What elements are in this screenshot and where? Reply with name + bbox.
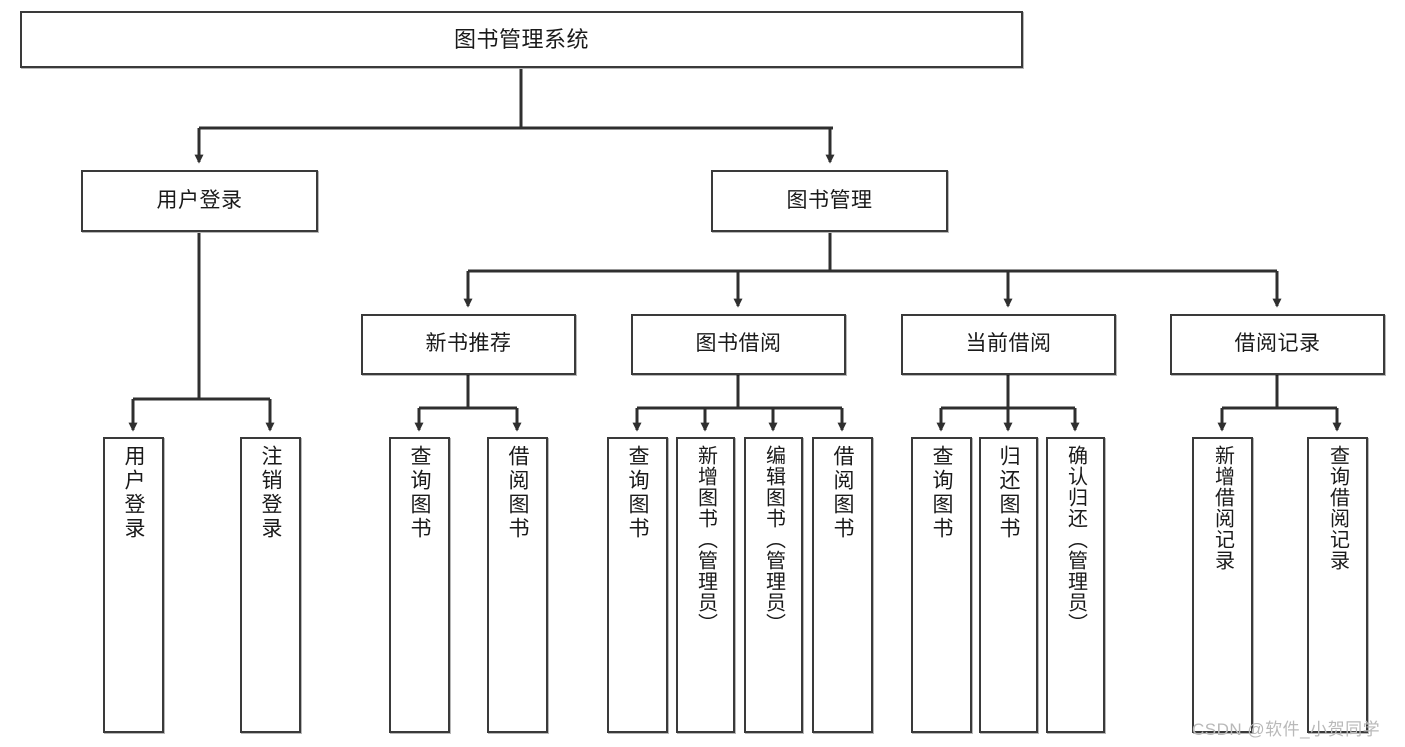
leaf-add-book-label: 新增图书（管理员） [694, 445, 717, 634]
leaf-query-book-1-label: 查询图书 [408, 445, 431, 541]
leaf-query-book-3-label: 查询图书 [930, 445, 953, 541]
leaf-confirm-return-label: 确认归还（管理员） [1064, 445, 1087, 634]
leaf-user-login[interactable]: 用户登录 [103, 437, 164, 733]
node-book-manage[interactable]: 图书管理 [711, 170, 948, 232]
node-current-borrow-label: 当前借阅 [965, 332, 1052, 356]
node-root-label: 图书管理系统 [453, 26, 589, 52]
leaf-return-book-label: 归还图书 [997, 445, 1020, 541]
node-new-book-recommend-label: 新书推荐 [425, 332, 512, 356]
leaf-query-book-2[interactable]: 查询图书 [607, 437, 668, 733]
node-new-book-recommend[interactable]: 新书推荐 [361, 314, 576, 375]
node-book-borrow[interactable]: 图书借阅 [631, 314, 846, 375]
leaf-borrow-book-2-label: 借阅图书 [831, 445, 854, 541]
node-current-borrow[interactable]: 当前借阅 [901, 314, 1116, 375]
leaf-add-borrow-record-label: 新增借阅记录 [1211, 445, 1234, 571]
leaf-add-book[interactable]: 新增图书（管理员） [676, 437, 735, 733]
node-book-borrow-label: 图书借阅 [695, 332, 782, 356]
leaf-query-book-3[interactable]: 查询图书 [911, 437, 972, 733]
leaf-query-book-1[interactable]: 查询图书 [389, 437, 450, 733]
leaf-borrow-book-2[interactable]: 借阅图书 [812, 437, 873, 733]
leaf-query-borrow-record-label: 查询借阅记录 [1326, 445, 1349, 571]
leaf-query-book-2-label: 查询图书 [626, 445, 649, 541]
leaf-borrow-book-1-label: 借阅图书 [506, 445, 529, 541]
node-user-login[interactable]: 用户登录 [81, 170, 318, 232]
leaf-return-book[interactable]: 归还图书 [979, 437, 1038, 733]
leaf-confirm-return[interactable]: 确认归还（管理员） [1046, 437, 1105, 733]
leaf-add-borrow-record[interactable]: 新增借阅记录 [1192, 437, 1253, 733]
watermark: CSDN @软件_小贺同学 [1192, 720, 1381, 739]
leaf-edit-book[interactable]: 编辑图书（管理员） [744, 437, 803, 733]
node-book-manage-label: 图书管理 [786, 188, 873, 212]
node-borrow-record[interactable]: 借阅记录 [1170, 314, 1385, 375]
leaf-logout-login-label: 注销登录 [259, 445, 282, 541]
leaf-edit-book-label: 编辑图书（管理员） [762, 445, 785, 634]
leaf-user-login-label: 用户登录 [122, 445, 145, 541]
leaf-query-borrow-record[interactable]: 查询借阅记录 [1307, 437, 1368, 733]
leaf-borrow-book-1[interactable]: 借阅图书 [487, 437, 548, 733]
leaf-logout-login[interactable]: 注销登录 [240, 437, 301, 733]
node-root[interactable]: 图书管理系统 [20, 11, 1023, 68]
node-borrow-record-label: 借阅记录 [1234, 332, 1321, 356]
node-user-login-label: 用户登录 [156, 188, 243, 212]
